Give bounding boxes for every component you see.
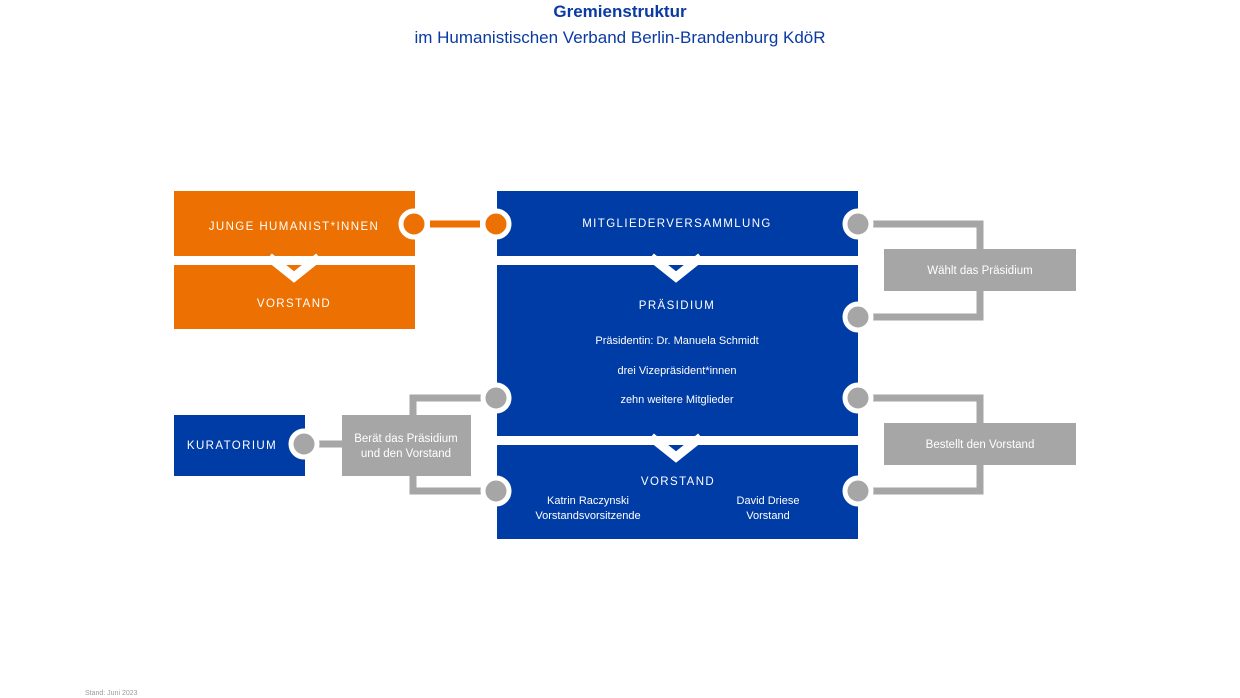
vorstand-label: VORSTAND <box>641 476 715 488</box>
vorstand-person-1-name: Katrin Raczynski <box>547 495 629 507</box>
mv-chevron <box>648 253 704 283</box>
main-column: MITGLIEDERVERSAMMLUNG PRÄSIDIUM Präsiden… <box>497 191 858 539</box>
page-subtitle: im Humanistischen Verband Berlin-Branden… <box>414 28 826 47</box>
mv-label: MITGLIEDERVERSAMMLUNG <box>582 218 772 230</box>
connector-circles <box>288 208 874 507</box>
junge-humanisten-label: JUNGE HUMANIST*INNEN <box>209 221 379 233</box>
beraet-box <box>342 415 471 476</box>
praesidium-line-2: drei Vizepräsident*innen <box>617 365 736 377</box>
bestellt-box <box>884 423 1076 465</box>
praesidium-line-3: zehn weitere Mitglieder <box>620 394 733 406</box>
praesidium-box <box>497 265 858 436</box>
mitgliederversammlung-box <box>497 191 858 256</box>
junge-vorstand-label: VORSTAND <box>257 298 331 310</box>
footer-date: Stand: Juni 2023 <box>85 690 138 697</box>
beraet-label-line-2: und den Vorstand <box>361 448 451 460</box>
praesidium-left-circle <box>480 382 512 414</box>
praesidium-chevron <box>648 433 704 463</box>
vorstand-left-circle <box>480 475 512 507</box>
beraet-label-line-1: Berät das Präsidium <box>354 433 458 445</box>
praesidium-top-right-circle <box>842 301 874 333</box>
vorstand-person-1-role: Vorstandsvorsitzende <box>535 510 640 522</box>
kuratorium-label: KURATORIUM <box>187 440 277 452</box>
vorstand-person-2-name: David Driese <box>737 495 800 507</box>
junge-humanisten-box <box>174 191 415 256</box>
mv-right-connector-circle <box>842 208 874 240</box>
praesidium-line-1: Präsidentin: Dr. Manuela Schmidt <box>595 335 758 347</box>
vorstand-person-2-role: Vorstand <box>746 510 789 522</box>
waehlt-box <box>884 249 1076 291</box>
kuratorium-box <box>174 415 305 476</box>
junge-chevron <box>266 253 322 283</box>
vorstand-right-circle <box>842 475 874 507</box>
mv-left-connector-circle <box>480 208 512 240</box>
praesidium-bottom-right-circle <box>842 382 874 414</box>
waehlt-label: Wählt das Präsidium <box>927 265 1032 277</box>
page-title: Gremienstruktur <box>553 2 687 21</box>
praesidium-label: PRÄSIDIUM <box>639 300 716 312</box>
junge-connector-circle <box>398 208 430 240</box>
junge-humanisten-group: JUNGE HUMANIST*INNEN VORSTAND <box>174 191 415 329</box>
bestellt-label: Bestellt den Vorstand <box>926 439 1035 451</box>
kuratorium-connector-circle <box>288 428 320 460</box>
